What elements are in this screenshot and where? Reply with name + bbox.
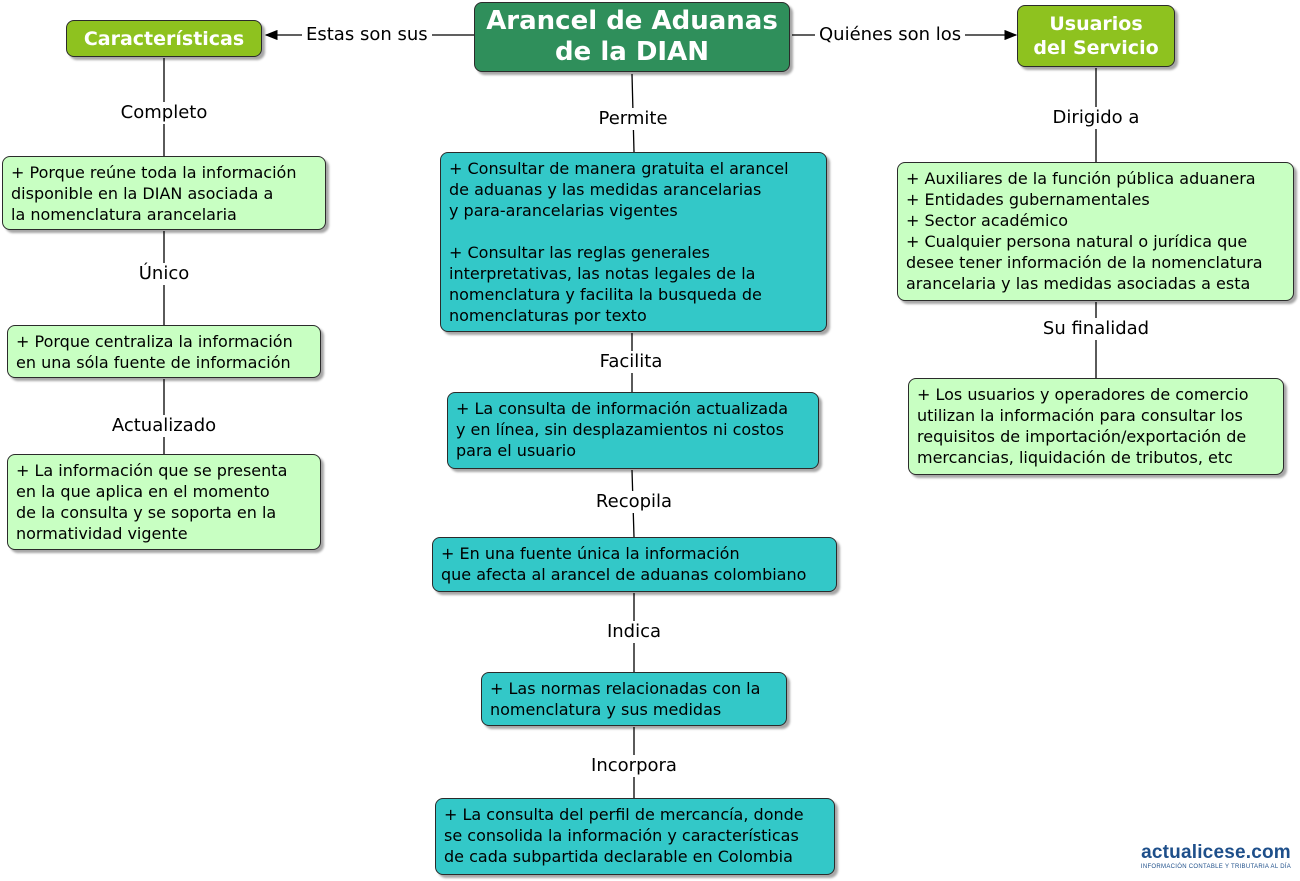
unico-node: + Porque centraliza la información en un… — [7, 325, 321, 378]
text-line: desee tener información de la nomenclatu… — [906, 253, 1263, 272]
logo-name: actualicese.com — [1141, 842, 1291, 863]
indica-node: + Las normas relacionadas con la nomencl… — [481, 672, 787, 726]
edge-label-dirigido-a: Dirigido a — [1048, 107, 1144, 129]
usuarios-label-line2: del Servicio — [1033, 37, 1159, 59]
text-line: + Entidades gubernamentales — [906, 190, 1150, 209]
text-line: + Porque centraliza la información — [16, 332, 293, 351]
caracteristicas-node: Características — [66, 20, 262, 57]
text-line: + Sector académico — [906, 211, 1069, 230]
text-line: nomenclatura y sus medidas — [490, 700, 722, 719]
completo-node: + Porque reúne toda la información dispo… — [2, 156, 326, 230]
text-line: disponible en la DIAN asociada a — [11, 184, 274, 203]
text-line: se consolida la información y caracterís… — [444, 826, 799, 845]
usuarios-label-line1: Usuarios — [1049, 13, 1143, 35]
text-line: requisitos de importación/exportación de — [917, 427, 1247, 446]
connector-label-quienes-son-los: Quiénes son los — [815, 24, 966, 46]
edge-label-facilita: Facilita — [595, 351, 667, 373]
text-line: normatividad vigente — [16, 524, 188, 543]
text-line: utilizan la información para consultar l… — [917, 406, 1243, 425]
text-line: en una sóla fuente de información — [16, 353, 291, 372]
actualicese-logo: actualicese.com INFORMACIÓN CONTABLE Y T… — [1137, 842, 1295, 870]
text-line: de la consulta y se soporta en la — [16, 503, 277, 522]
edge-label-incorpora: Incorpora — [587, 755, 681, 777]
text-line: para el usuario — [456, 441, 577, 460]
text-gap — [449, 221, 818, 242]
actualizado-node: + La información que se presenta en la q… — [7, 454, 321, 550]
text-line: y para-arancelarias vigentes — [449, 201, 678, 220]
text-line: + Consultar las reglas generales — [449, 243, 710, 262]
edge-label-recopila: Recopila — [591, 491, 677, 513]
text-line: + Cualquier persona natural o jurídica q… — [906, 232, 1248, 251]
logo-tagline: INFORMACIÓN CONTABLE Y TRIBUTARIA AL DÍA — [1140, 864, 1292, 870]
caracteristicas-label: Características — [83, 27, 245, 50]
text-line: + Consultar de manera gratuita el arance… — [449, 159, 789, 178]
text-line: nomenclaturas por texto — [449, 306, 647, 325]
incorpora-node: + La consulta del perfil de mercancía, d… — [435, 798, 835, 875]
text-line: y en línea, sin desplazamientos ni costo… — [456, 420, 784, 439]
usuarios-node: Usuarios del Servicio — [1017, 5, 1175, 67]
text-line: mercancias, liquidación de tributos, etc — [917, 448, 1233, 467]
edge-label-indica: Indica — [602, 621, 666, 643]
text-line: + Porque reúne toda la información — [11, 163, 297, 182]
edge-label-unico: Único — [134, 263, 194, 285]
edge-label-completo: Completo — [116, 102, 212, 124]
text-line: en la que aplica en el momento — [16, 482, 270, 501]
text-line: arancelaria y las medidas asociadas a es… — [906, 274, 1251, 293]
text-line: + La información que se presenta — [16, 461, 288, 480]
main-title-line1: Arancel de Aduanas — [486, 6, 778, 36]
facilita-node: + La consulta de información actualizada… — [447, 392, 819, 469]
text-line: + En una fuente única la información — [441, 544, 740, 563]
text-line: de cada subpartida declarable en Colombi… — [444, 847, 793, 866]
main-title-line2: de la DIAN — [555, 37, 709, 67]
dirigido-a-node: + Auxiliares de la función pública aduan… — [897, 162, 1294, 301]
recopila-node: + En una fuente única la información que… — [432, 537, 837, 592]
text-line: que afecta al arancel de aduanas colombi… — [441, 565, 807, 584]
main-title-node: Arancel de Aduanas de la DIAN — [474, 2, 790, 72]
text-line: + La consulta de información actualizada — [456, 399, 789, 418]
su-finalidad-node: + Los usuarios y operadores de comercio … — [908, 378, 1284, 475]
text-line: + La consulta del perfil de mercancía, d… — [444, 805, 804, 824]
text-line: de aduanas y las medidas arancelarias — [449, 180, 762, 199]
text-line: + Los usuarios y operadores de comercio — [917, 385, 1249, 404]
text-line: + Las normas relacionadas con la — [490, 679, 761, 698]
text-line: la nomenclatura arancelaria — [11, 205, 237, 224]
permite-node: + Consultar de manera gratuita el arance… — [440, 152, 827, 332]
text-line: interpretativas, las notas legales de la — [449, 264, 756, 283]
edge-label-permite: Permite — [594, 108, 672, 130]
edge-label-su-finalidad: Su finalidad — [1038, 318, 1154, 340]
connector-label-estas-son-sus: Estas son sus — [302, 24, 432, 46]
text-line: + Auxiliares de la función pública aduan… — [906, 169, 1256, 188]
text-line: nomenclatura y facilita la busqueda de — [449, 285, 762, 304]
edge-label-actualizado: Actualizado — [107, 415, 221, 437]
